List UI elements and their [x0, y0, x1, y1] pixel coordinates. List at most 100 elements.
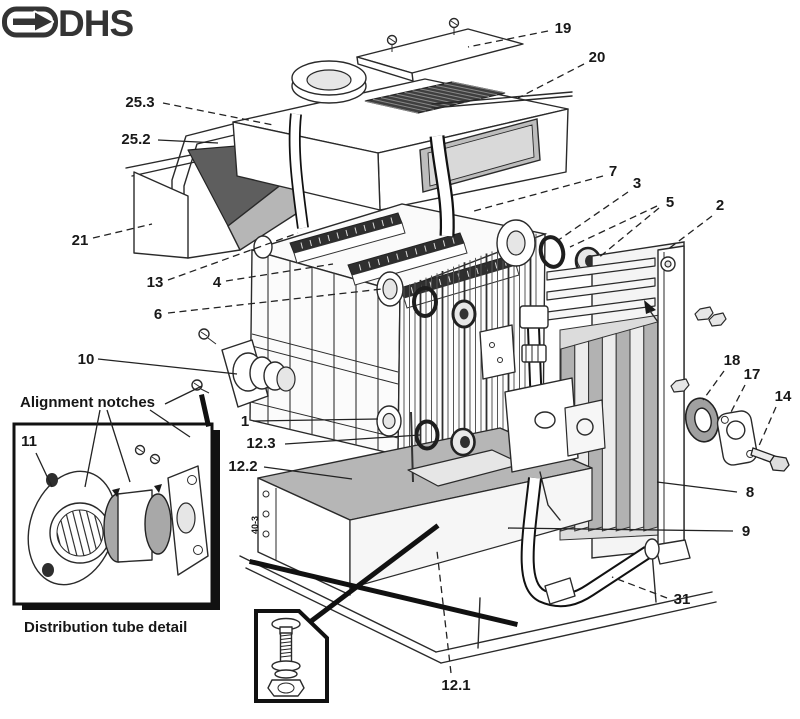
hx-port-top-right-bore [506, 230, 526, 256]
solenoid-cap [576, 418, 594, 436]
leader-line-19 [467, 30, 549, 48]
direction-arrow-icon [644, 300, 656, 314]
header-strip-base [293, 222, 406, 264]
hx-band-top [251, 333, 399, 373]
frame-leg-mid [477, 597, 481, 649]
rail-right-bottom [440, 601, 717, 664]
leader-line-14 [757, 406, 777, 449]
strip-tick [386, 256, 390, 263]
hx-port-top-left [253, 235, 273, 259]
mesh-line [364, 100, 419, 114]
strip-tick [300, 242, 303, 249]
mesh-line [436, 84, 490, 98]
hub-thread-line [77, 510, 93, 556]
collar-bore [306, 69, 352, 91]
leader-line-25_2 [157, 139, 219, 144]
leader-line-9 [507, 527, 734, 532]
rail-front-bottom [245, 567, 442, 664]
mesh-line [372, 98, 427, 112]
gasket-18 [684, 397, 720, 443]
hx-front-boss-upper-bore [382, 278, 398, 300]
alignment-leader-lines [84, 385, 211, 488]
hex-nut-a [694, 306, 714, 321]
hx-header-strips [289, 212, 520, 309]
bolt-14 [750, 447, 790, 472]
pipe31-flare [644, 538, 660, 560]
strip-tick [377, 258, 380, 266]
distribution-tube-10 [191, 328, 296, 408]
caption-alignment-notches: Alignment notches [20, 394, 155, 411]
burner-hole-2 [262, 510, 270, 518]
panel-top-hole-bore [664, 260, 672, 268]
lid-lip [356, 56, 414, 82]
mesh-line [443, 83, 498, 96]
callout-31: 31 [674, 591, 691, 608]
baffle-slat [615, 329, 631, 532]
pipe31-clamp [544, 577, 576, 605]
strip-tick [448, 276, 451, 283]
inset1-thick-leader [199, 394, 211, 427]
dist-tube-end [276, 366, 296, 392]
strip-tick [336, 232, 339, 239]
plug-12-3 [450, 427, 476, 457]
hex-nut-c [670, 378, 690, 393]
strip-tick [396, 253, 399, 260]
leader-line-2 [666, 215, 713, 251]
leader-line-6 [167, 288, 383, 314]
leader-line-5 [596, 207, 660, 260]
cover-bottom-edge [187, 249, 241, 259]
lid-screw-right [448, 17, 460, 35]
mesh-line [380, 97, 434, 110]
callout-1: 1 [241, 413, 249, 430]
side-panel-8 [657, 245, 685, 553]
strip-tick [390, 217, 393, 224]
strip-tick [410, 287, 414, 294]
strip-tick [309, 239, 312, 247]
strip-tick [358, 264, 362, 271]
thread-tick [280, 637, 292, 640]
lid-screw-left [386, 34, 398, 52]
detail-ear-hole-2 [42, 563, 54, 577]
thread-tick [280, 648, 292, 651]
detail-right-hole-2 [193, 545, 203, 555]
valve-top-fitting [519, 305, 549, 329]
bolt-shaft [279, 632, 293, 663]
flue-collar [291, 60, 367, 104]
plug-front-upper-center [459, 308, 469, 320]
valve-solenoid [564, 399, 606, 457]
pressure-bracket [479, 324, 516, 380]
callout-20: 20 [589, 49, 606, 66]
valve-bracket-line [539, 471, 561, 521]
left-riser-pipe [288, 113, 309, 229]
lock-washer [274, 669, 298, 679]
strip-tick [438, 278, 442, 286]
pipe7-body [431, 135, 453, 237]
leader-line-18 [702, 370, 725, 401]
union-nut [521, 344, 547, 363]
callout-25_3: 25.3 [125, 94, 154, 111]
strip-tick [318, 237, 321, 244]
injector-boss-1-bore [382, 412, 396, 430]
leader-line-13 [167, 232, 299, 281]
callout-12_1: 12.1 [441, 677, 470, 694]
hex-nut-b [708, 312, 727, 327]
detail-right-hole-1 [187, 475, 197, 485]
callout-2: 2 [716, 197, 724, 214]
leader-line-10 [97, 358, 238, 375]
logo-text: DHS [58, 3, 133, 44]
baffle-slat [629, 325, 645, 532]
strip-tick [345, 229, 348, 237]
strip-tick [368, 261, 371, 268]
strip-tick [372, 222, 375, 229]
header-strip-base [351, 242, 468, 286]
strip-tick [381, 219, 384, 227]
pipe-body [290, 113, 308, 229]
callout-19: 19 [555, 20, 572, 37]
callout-25_2: 25.2 [121, 131, 150, 148]
dist-screw-top [198, 328, 217, 345]
burner-hole-1 [262, 490, 270, 498]
alignment-notch-mark-2 [154, 484, 162, 493]
top-lid-19 [356, 17, 524, 82]
gas-valve-assembly [479, 305, 606, 521]
